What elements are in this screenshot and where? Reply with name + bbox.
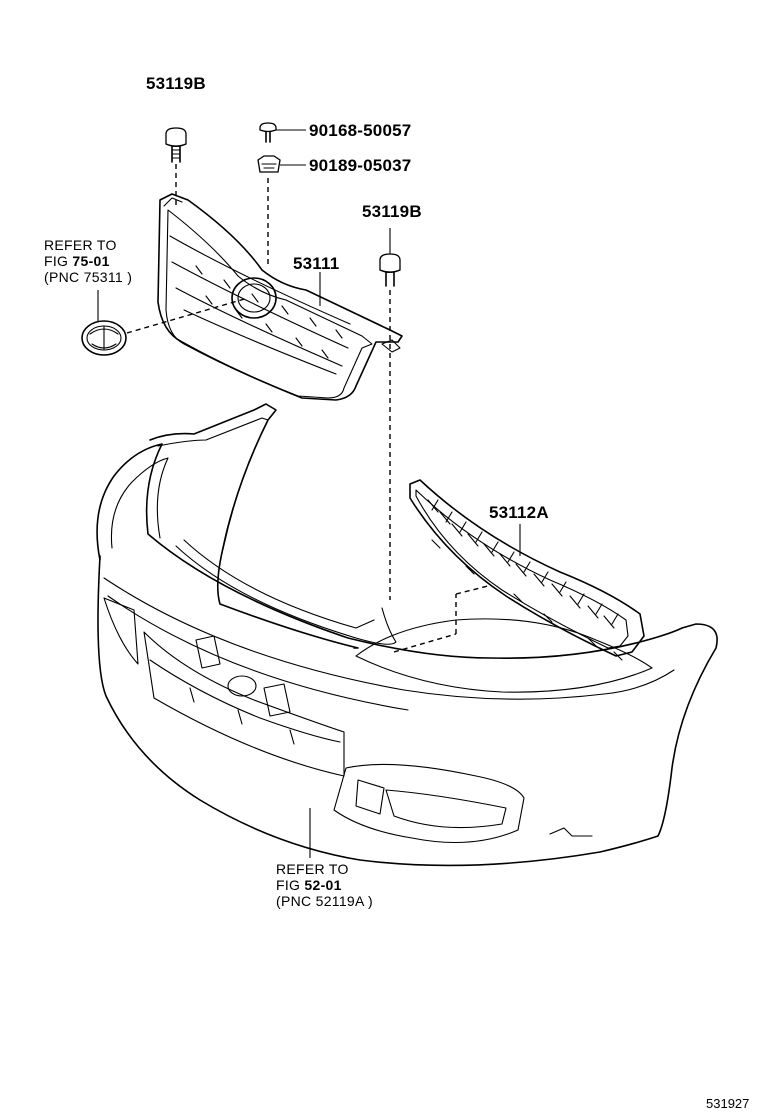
bumper-ref-line1: REFER TO bbox=[276, 861, 349, 877]
emblem-reference[interactable]: REFER TO FIG 75-01 (PNC 75311 ) bbox=[44, 237, 132, 285]
lower-grille-label: 53112A bbox=[489, 503, 549, 522]
emblem-dashline bbox=[126, 297, 249, 334]
bumper-ref-line3: (PNC 52119A ) bbox=[276, 893, 374, 909]
emblem-ref-line2: FIG 75-01 bbox=[44, 253, 110, 269]
emblem-ref-line3: (PNC 75311 ) bbox=[44, 269, 133, 285]
grille-label: 53111 bbox=[293, 254, 340, 273]
bumper-dashline bbox=[393, 633, 457, 653]
nut-label: 90189-05037 bbox=[309, 156, 412, 175]
emblem-part bbox=[81, 320, 127, 356]
screw-label: 90168-50057 bbox=[309, 121, 412, 140]
bumper-dashline-3 bbox=[455, 585, 489, 595]
bumper-ref-line2: FIG 52-01 bbox=[276, 877, 342, 893]
front-bumper-part bbox=[96, 403, 718, 867]
clip-right-part bbox=[379, 253, 401, 287]
clip-right-label: 53119B bbox=[362, 202, 422, 221]
diagram-code: 531927 bbox=[706, 1096, 750, 1111]
screw-part bbox=[259, 122, 277, 143]
bumper-reference[interactable]: REFER TO FIG 52-01 (PNC 52119A ) bbox=[276, 861, 373, 909]
radiator-grille-part bbox=[157, 193, 403, 401]
clip-top-left-label: 53119B bbox=[146, 74, 206, 93]
nut-part bbox=[257, 155, 281, 173]
clip-top-left-part bbox=[165, 127, 187, 163]
emblem-ref-line1: REFER TO bbox=[44, 237, 117, 253]
